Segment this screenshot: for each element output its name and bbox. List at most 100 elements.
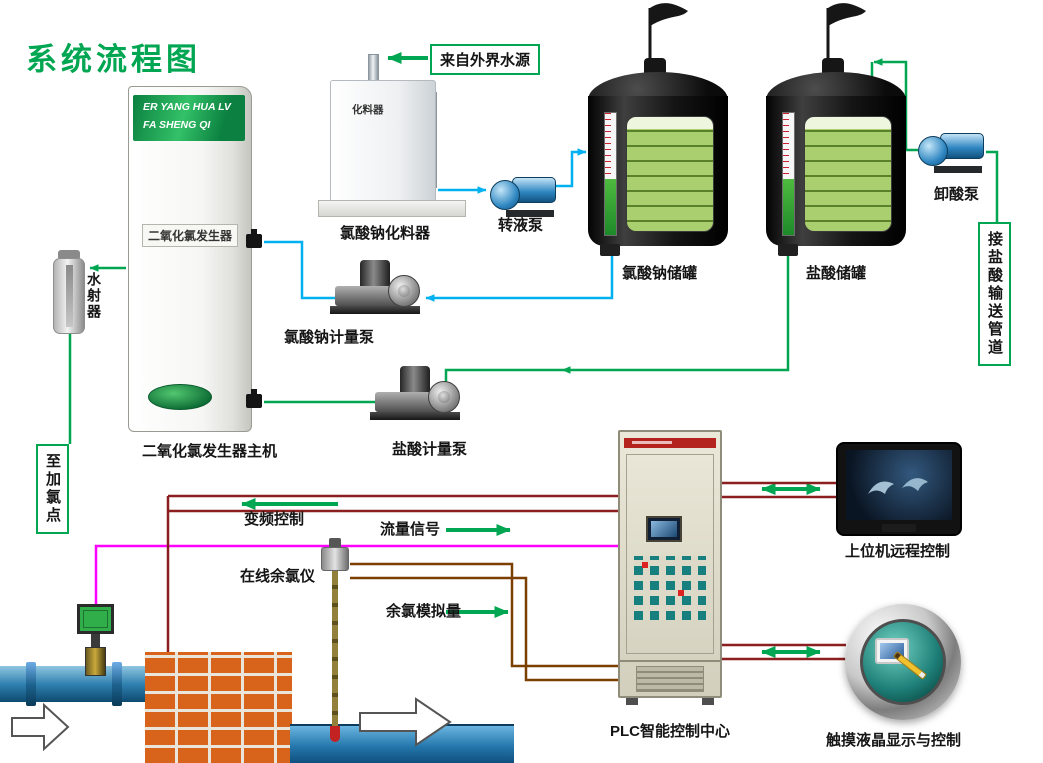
brick-wall [145, 652, 292, 763]
dissolver-label: 化料器 [352, 104, 384, 116]
water-source-tag: 来自外界水源 [430, 44, 541, 75]
pump-base [330, 306, 420, 314]
hmi-screen [646, 516, 682, 542]
monitor-base [882, 524, 916, 532]
generator-body [128, 86, 252, 432]
generator-valve-top [246, 229, 262, 248]
page-title: 系统流程图 [26, 42, 201, 77]
hcl-tank-caption: 盐酸储罐 [806, 265, 867, 282]
pump-volute [918, 136, 948, 166]
hcl-pump-caption: 盐酸计量泵 [392, 441, 468, 458]
cabinet-vent [636, 666, 704, 692]
pump-diaphragm-head [388, 275, 420, 307]
sensor-probe [332, 571, 338, 728]
chlorine-point-tag: 至加氯点 [36, 444, 69, 534]
residual-meter-caption: 在线余氯仪 [240, 568, 316, 585]
flow-signal-label: 流量信号 [380, 521, 441, 538]
transfer-pump [490, 170, 558, 218]
flow-meter-display [77, 604, 114, 634]
hcl-storage-tank [766, 3, 906, 256]
sensor-head [321, 547, 349, 571]
pump-motor [400, 366, 430, 393]
level-gauge [782, 112, 795, 236]
cabinet-red-band [624, 438, 716, 448]
ejector-cap [58, 250, 80, 260]
monitor-screen [846, 450, 952, 520]
flow-arrow-channel [359, 697, 452, 747]
pipe-flange [26, 662, 36, 706]
flow-meter [76, 604, 116, 676]
line-metering-pump-to-generator [264, 240, 336, 300]
line-flow-signal [94, 544, 618, 606]
flow-arrow-pipe [11, 702, 70, 752]
dissolver-base [318, 200, 466, 217]
brand-logo [148, 384, 212, 410]
unload-pump-caption: 卸酸泵 [934, 186, 980, 203]
naclo3-pump-caption: 氯酸钠计量泵 [284, 329, 375, 346]
remote-caption: 上位机远程控制 [845, 543, 951, 560]
cabinet-foot [702, 698, 714, 705]
ejector-body [53, 258, 85, 334]
generator-valve-bottom [246, 389, 262, 408]
flow-meter-neck [91, 634, 100, 647]
flag-icon [826, 3, 866, 62]
red-led [678, 590, 684, 596]
line-unload-pump-to-hcl-tank [873, 58, 918, 152]
vfd-label: 变频控制 [244, 511, 305, 528]
generator-nameplate: 二氧化氯发生器 [142, 224, 238, 247]
generator-caption: 二氧化氯发生器主机 [142, 443, 278, 460]
touch-lcd-display [845, 604, 961, 720]
dissolver-tank [330, 80, 436, 202]
line-residual-analog-2 [350, 576, 618, 682]
acid-unload-pump [918, 126, 986, 174]
pump-base [370, 412, 460, 420]
cabinet-door [626, 454, 714, 654]
pump-volute [490, 180, 520, 210]
naclo3-tank-caption: 氯酸钠储罐 [622, 265, 698, 282]
pump-motor [360, 260, 390, 287]
banner-line2: FA SHENG QI [143, 118, 211, 131]
tank-outlet-valve [778, 244, 798, 256]
water-ejector [50, 250, 90, 336]
pump-body [335, 286, 401, 306]
naclo3-storage-tank [588, 3, 728, 256]
porthole-glass [860, 619, 946, 705]
residual-analog-label: 余氯模拟量 [386, 603, 462, 620]
indicator-panel [634, 556, 706, 620]
residual-chlorine-sensor [316, 538, 356, 744]
banner-line1: ER YANG HUA LV [143, 101, 231, 113]
line-hcl-to-pump-tail [444, 368, 562, 384]
hcl-metering-pump [370, 366, 460, 424]
pipe-flange [112, 662, 122, 706]
line-naclo3-tank-to-metering-pump [425, 246, 614, 302]
hcl-pipe-tag: 接盐酸输送管道 [978, 222, 1011, 366]
dissolver-caption: 氯酸钠化料器 [340, 225, 431, 242]
naclo3-metering-pump [330, 260, 420, 318]
line-residual-analog-1 [350, 562, 618, 668]
line-hcl-tank-to-metering-pump [561, 246, 790, 374]
transfer-pump-caption: 转液泵 [498, 217, 544, 234]
cabinet-foot [626, 698, 638, 705]
remote-monitor [836, 442, 962, 536]
pump-base [934, 166, 982, 173]
plc-control-cabinet [618, 430, 722, 705]
red-led [642, 562, 648, 568]
naclo3-dissolver: 化料器 [318, 52, 480, 224]
level-window [804, 116, 892, 232]
chlorine-dioxide-generator: ER YANG HUA LV FA SHENG QI 二氧化氯发生器 [128, 86, 252, 432]
pump-body [375, 392, 441, 412]
sensor-tip [330, 726, 340, 742]
pump-diaphragm-head [428, 381, 460, 413]
line-pump-to-naclo3-tank [556, 148, 587, 188]
level-window [626, 116, 714, 232]
plc-caption: PLC智能控制中心 [610, 723, 731, 740]
water-pipe [0, 666, 148, 702]
dolphins-image [868, 478, 928, 494]
level-gauge [604, 112, 617, 236]
flow-meter-body [85, 647, 106, 676]
ejector-caption: 水射器 [86, 272, 102, 320]
line-pipe-tag-to-unload-pump [986, 150, 999, 224]
pump-base [506, 210, 554, 217]
generator-banner: ER YANG HUA LV FA SHENG QI [133, 95, 245, 141]
